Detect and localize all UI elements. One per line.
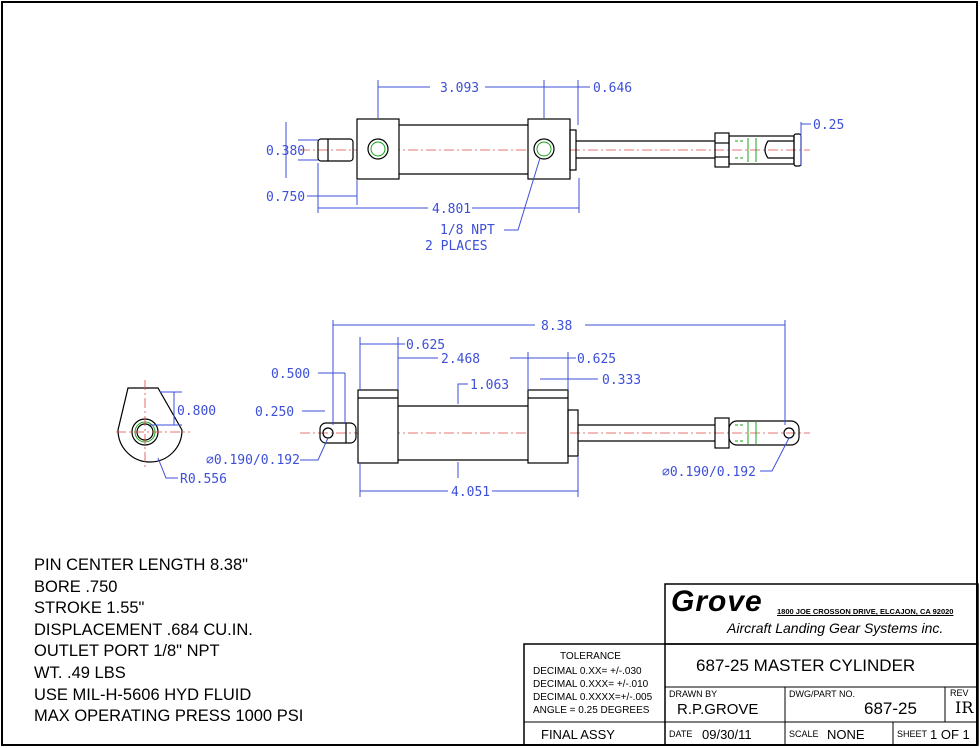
note-displacement: DISPLACEMENT .684 CU.IN. <box>34 620 253 639</box>
dim-3093: 3.093 <box>440 81 479 96</box>
dim-4801: 4.801 <box>432 202 471 217</box>
rev-label: REV <box>950 688 969 698</box>
dim-0800: 0.800 <box>177 404 216 419</box>
top-view <box>285 80 811 231</box>
company-address: 1800 JOE CROSSON DRIVE, ELCAJON, CA 9202… <box>777 607 954 616</box>
note-max-press: MAX OPERATING PRESS 1000 PSI <box>34 707 304 726</box>
date-label: DATE <box>669 729 693 739</box>
sheet-value: 1 OF 1 <box>930 727 970 742</box>
dim-0250: 0.250 <box>255 405 294 420</box>
tolerance-title: TOLERANCE <box>560 651 621 662</box>
dwg-label: DWG/PART NO. <box>789 689 856 699</box>
date-value: 09/30/11 <box>702 727 752 742</box>
note-stroke: STROKE 1.55" <box>34 599 145 618</box>
note-outlet-port: OUTLET PORT 1/8" NPT <box>34 642 220 661</box>
note-weight: WT. .49 LBS <box>34 663 126 682</box>
dim-2468: 2.468 <box>441 352 480 367</box>
dim-radius: R0.556 <box>180 472 227 487</box>
scale-label: SCALE <box>789 729 819 739</box>
dim-0333: 0.333 <box>602 373 641 388</box>
dim-0625-right: 0.625 <box>577 352 616 367</box>
tolerance-line-1: DECIMAL 0.XX= +/-.030 <box>533 666 642 677</box>
final-assy: FINAL ASSY <box>541 727 615 742</box>
tolerance-line-4: ANGLE = 0.25 DEGREES <box>533 705 650 716</box>
general-notes: PIN CENTER LENGTH 8.38" BORE .750 STROKE… <box>34 555 303 728</box>
note-pin-center: PIN CENTER LENGTH 8.38" <box>34 556 248 574</box>
port-note-line1: 1/8 NPT <box>440 223 495 238</box>
side-view <box>300 320 810 497</box>
dim-4051: 4.051 <box>451 485 490 500</box>
dim-0500: 0.500 <box>271 367 310 382</box>
scale-value: NONE <box>827 727 865 742</box>
title-block-frame <box>523 583 979 746</box>
dim-1063: 1.063 <box>470 378 509 393</box>
company-name: Aircraft Landing Gear Systems inc. <box>727 620 944 636</box>
drawn-by-value: R.P.GROVE <box>677 701 759 718</box>
rev-value: IR <box>955 698 974 717</box>
note-bore: BORE .750 <box>34 577 118 596</box>
dim-838: 8.38 <box>541 319 572 334</box>
dim-pin-right: ⌀0.190/0.192 <box>662 465 756 480</box>
dim-025: 0.25 <box>813 118 844 133</box>
port-note-line2: 2 PLACES <box>425 239 488 254</box>
dim-0625-left: 0.625 <box>406 338 445 353</box>
note-fluid: USE MIL-H-5606 HYD FLUID <box>34 685 252 704</box>
dim-0646: 0.646 <box>593 81 632 96</box>
dwg-number: 687-25 <box>864 699 917 718</box>
dim-pin-left: ⌀0.190/0.192 <box>206 453 300 468</box>
sheet-label: SHEET <box>897 729 928 739</box>
end-view <box>116 380 190 479</box>
drawn-by-label: DRAWN BY <box>669 689 718 699</box>
grove-logo: Grove <box>671 585 763 618</box>
dim-0380: 0.380 <box>266 144 305 159</box>
tolerance-line-2: DECIMAL 0.XXX= +/-.010 <box>533 679 649 690</box>
tolerance-line-3: DECIMAL 0.XXXX=+/-.005 <box>533 692 653 703</box>
drawing-title: 687-25 MASTER CYLINDER <box>696 656 916 675</box>
dim-0750: 0.750 <box>266 190 305 205</box>
